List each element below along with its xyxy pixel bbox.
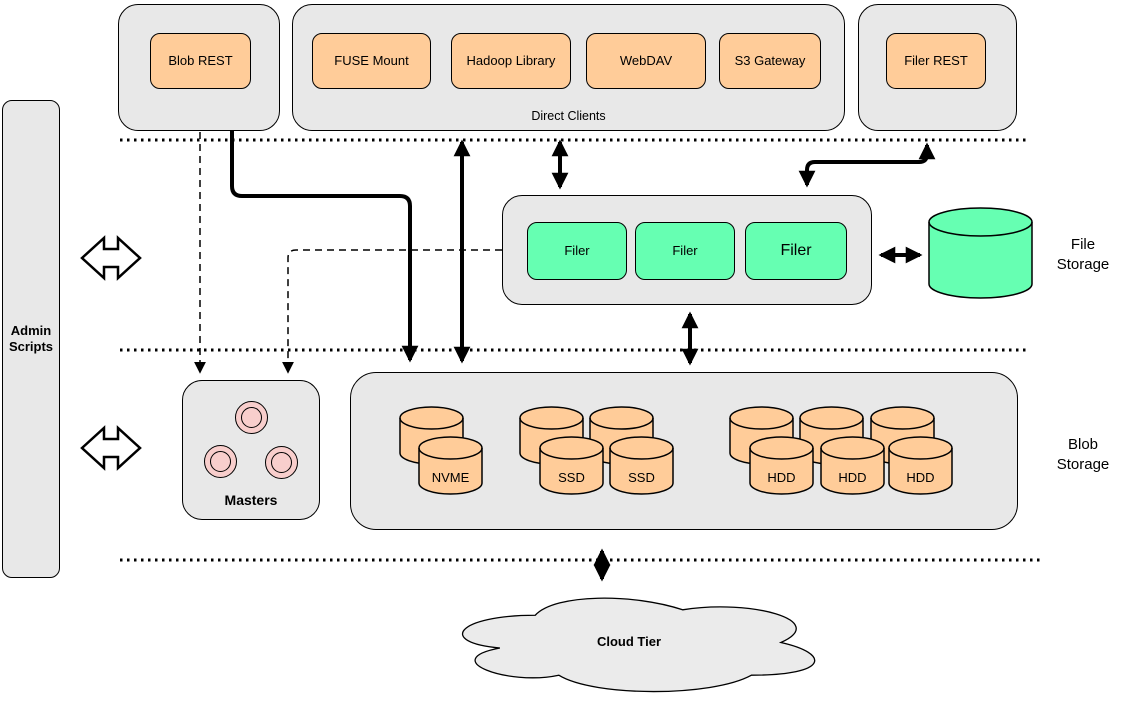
master-node-2-core xyxy=(210,451,231,472)
blob-rest-node: Blob REST xyxy=(150,33,251,89)
hadoop-library-node: Hadoop Library xyxy=(451,33,571,89)
s3-gateway-node: S3 Gateway xyxy=(719,33,821,89)
sql-kv-store-text: SQL or KV Store xyxy=(948,238,1014,270)
filer-label-3: Filer xyxy=(780,242,812,260)
cloud-tier-label: Cloud Tier xyxy=(597,634,661,649)
file-storage-tier-label: File Storage xyxy=(1056,236,1110,273)
sql-kv-store-label: SQL or KV Store xyxy=(931,212,1031,298)
admin-scripts-label: Admin Scripts xyxy=(8,322,54,354)
admin-filer-block-arrow xyxy=(80,235,142,281)
filer-node-1: Filer xyxy=(527,222,627,280)
filer-node-2: Filer xyxy=(635,222,735,280)
filer-node-3: Filer xyxy=(745,222,847,280)
admin-scripts-node: Admin Scripts xyxy=(2,100,60,578)
blob-storage-tier-label: Blob Storage xyxy=(1056,436,1110,473)
master-node-3 xyxy=(265,446,298,479)
webdav-node: WebDAV xyxy=(586,33,706,89)
admin-blob-block-arrow xyxy=(80,425,142,471)
hadoop-library-label: Hadoop Library xyxy=(466,53,556,69)
webdav-label: WebDAV xyxy=(619,53,673,69)
filer-rest-label: Filer REST xyxy=(904,53,968,69)
edge-blobrest-volumes xyxy=(230,131,419,363)
masters-label: Masters xyxy=(224,492,278,508)
volume-servers-container xyxy=(350,372,1018,530)
edge-filerrest-filers xyxy=(798,142,936,188)
filer-label-1: Filer xyxy=(564,243,590,259)
filer-rest-node: Filer REST xyxy=(886,33,986,89)
master-node-1-core xyxy=(241,407,262,428)
s3-gateway-label: S3 Gateway xyxy=(734,53,806,69)
masters-container: Masters xyxy=(182,380,320,520)
fuse-mount-label: FUSE Mount xyxy=(334,53,409,69)
master-node-3-core xyxy=(271,452,292,473)
fuse-mount-node: FUSE Mount xyxy=(312,33,431,89)
filer-label-2: Filer xyxy=(672,243,698,259)
blob-rest-label: Blob REST xyxy=(168,53,233,69)
master-node-1 xyxy=(235,401,268,434)
edge-filer-masters-dashed xyxy=(282,249,502,374)
master-node-2 xyxy=(204,445,237,478)
cloud-tier-shape xyxy=(462,597,816,693)
direct-clients-label: Direct Clients xyxy=(531,109,606,123)
